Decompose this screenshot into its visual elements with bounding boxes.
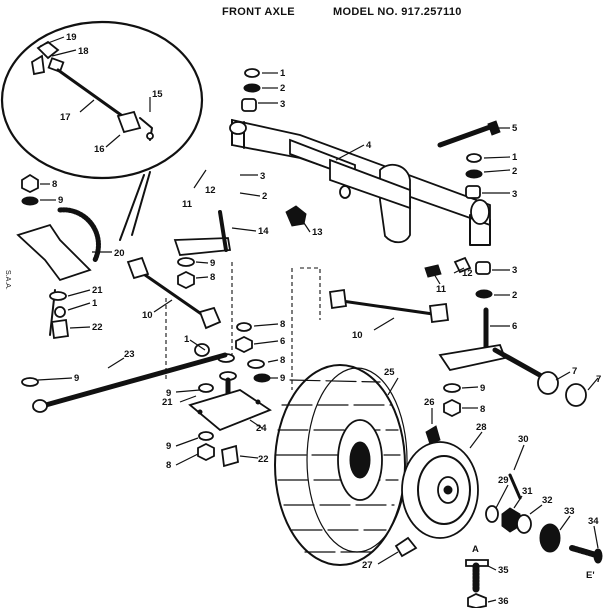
- callout-3: 3: [260, 171, 265, 182]
- callout-9: 9: [58, 195, 63, 206]
- callout-33: 33: [564, 506, 575, 517]
- callout-23: 23: [124, 349, 135, 360]
- nut-13: [285, 205, 307, 227]
- callout-25: 25: [384, 367, 395, 378]
- callouts: 19 18 17 15 16 1 2 3 5 4 1 2 3 8 9 3 12 …: [52, 32, 601, 607]
- callout-15: 15: [152, 89, 163, 100]
- callout-6: 6: [512, 321, 517, 332]
- callout-29: 29: [498, 475, 509, 486]
- callout-21: 21: [162, 397, 173, 408]
- callout-9: 9: [210, 258, 215, 269]
- leader-lines: [37, 36, 599, 603]
- callout-34: 34: [588, 516, 599, 527]
- callout-2: 2: [512, 166, 517, 177]
- plate-24: [188, 389, 272, 432]
- steering-sector-20: [16, 223, 92, 282]
- callout-2: 2: [280, 83, 285, 94]
- callout-36: 36: [498, 596, 509, 607]
- callout-8: 8: [480, 404, 485, 415]
- callout-30: 30: [518, 434, 529, 445]
- callout-9: 9: [280, 373, 285, 384]
- callout-21: 21: [92, 285, 103, 296]
- callout-18: 18: [78, 46, 89, 57]
- callout-A: A: [472, 544, 479, 555]
- callout-14: 14: [258, 226, 269, 237]
- callout-24: 24: [256, 423, 267, 434]
- callout-11: 11: [182, 199, 193, 210]
- front-axle-beam: [229, 118, 491, 246]
- model-number: MODEL NO. 917.257110: [333, 6, 462, 18]
- side-note: S.A.A.: [4, 270, 11, 290]
- callout-28: 28: [476, 422, 487, 433]
- callout-20: 20: [114, 248, 125, 259]
- callout-3: 3: [512, 189, 517, 200]
- inset-detail: [0, 20, 204, 241]
- front-tire: [274, 364, 408, 566]
- callout-2: 2: [262, 191, 267, 202]
- callout-7: 7: [572, 366, 577, 377]
- callout-5: 5: [512, 123, 518, 134]
- callout-22: 22: [92, 322, 103, 333]
- callout-17: 17: [60, 112, 71, 123]
- callout-9: 9: [74, 373, 79, 384]
- callout-3: 3: [280, 99, 285, 110]
- callout-22: 22: [258, 454, 269, 465]
- callout-27: 27: [362, 560, 373, 571]
- callout-8: 8: [52, 179, 57, 190]
- callout-4: 4: [366, 140, 372, 151]
- callout-32: 32: [542, 495, 553, 506]
- callout-16: 16: [94, 144, 105, 155]
- callout-3: 3: [512, 265, 517, 276]
- callout-8: 8: [280, 355, 285, 366]
- callout-12: 12: [462, 268, 473, 279]
- callout-35: 35: [498, 565, 509, 576]
- callout-9: 9: [166, 388, 171, 399]
- callout-1: 1: [512, 152, 518, 163]
- callout-9: 9: [166, 441, 171, 452]
- callout-10: 10: [142, 310, 153, 321]
- callout-8: 8: [280, 319, 285, 330]
- callout-11: 11: [436, 284, 447, 295]
- callout-1: 1: [280, 68, 286, 79]
- callout-26: 26: [424, 397, 435, 408]
- callout-1: 1: [92, 298, 98, 309]
- callout-7: 7: [596, 374, 601, 385]
- callout-12: 12: [205, 185, 216, 196]
- callout-2: 2: [512, 290, 517, 301]
- wheel-rim: [401, 441, 479, 539]
- callout-13: 13: [312, 227, 323, 238]
- callout-9: 9: [480, 383, 485, 394]
- corner-mark: E': [586, 570, 595, 581]
- diagram-title: FRONT AXLE: [222, 6, 295, 18]
- callout-19: 19: [66, 32, 77, 43]
- callout-8: 8: [210, 272, 215, 283]
- callout-1: 1: [184, 334, 190, 345]
- callout-6: 6: [280, 336, 285, 347]
- callout-10: 10: [352, 330, 363, 341]
- callout-31: 31: [522, 486, 533, 497]
- callout-8: 8: [166, 460, 171, 471]
